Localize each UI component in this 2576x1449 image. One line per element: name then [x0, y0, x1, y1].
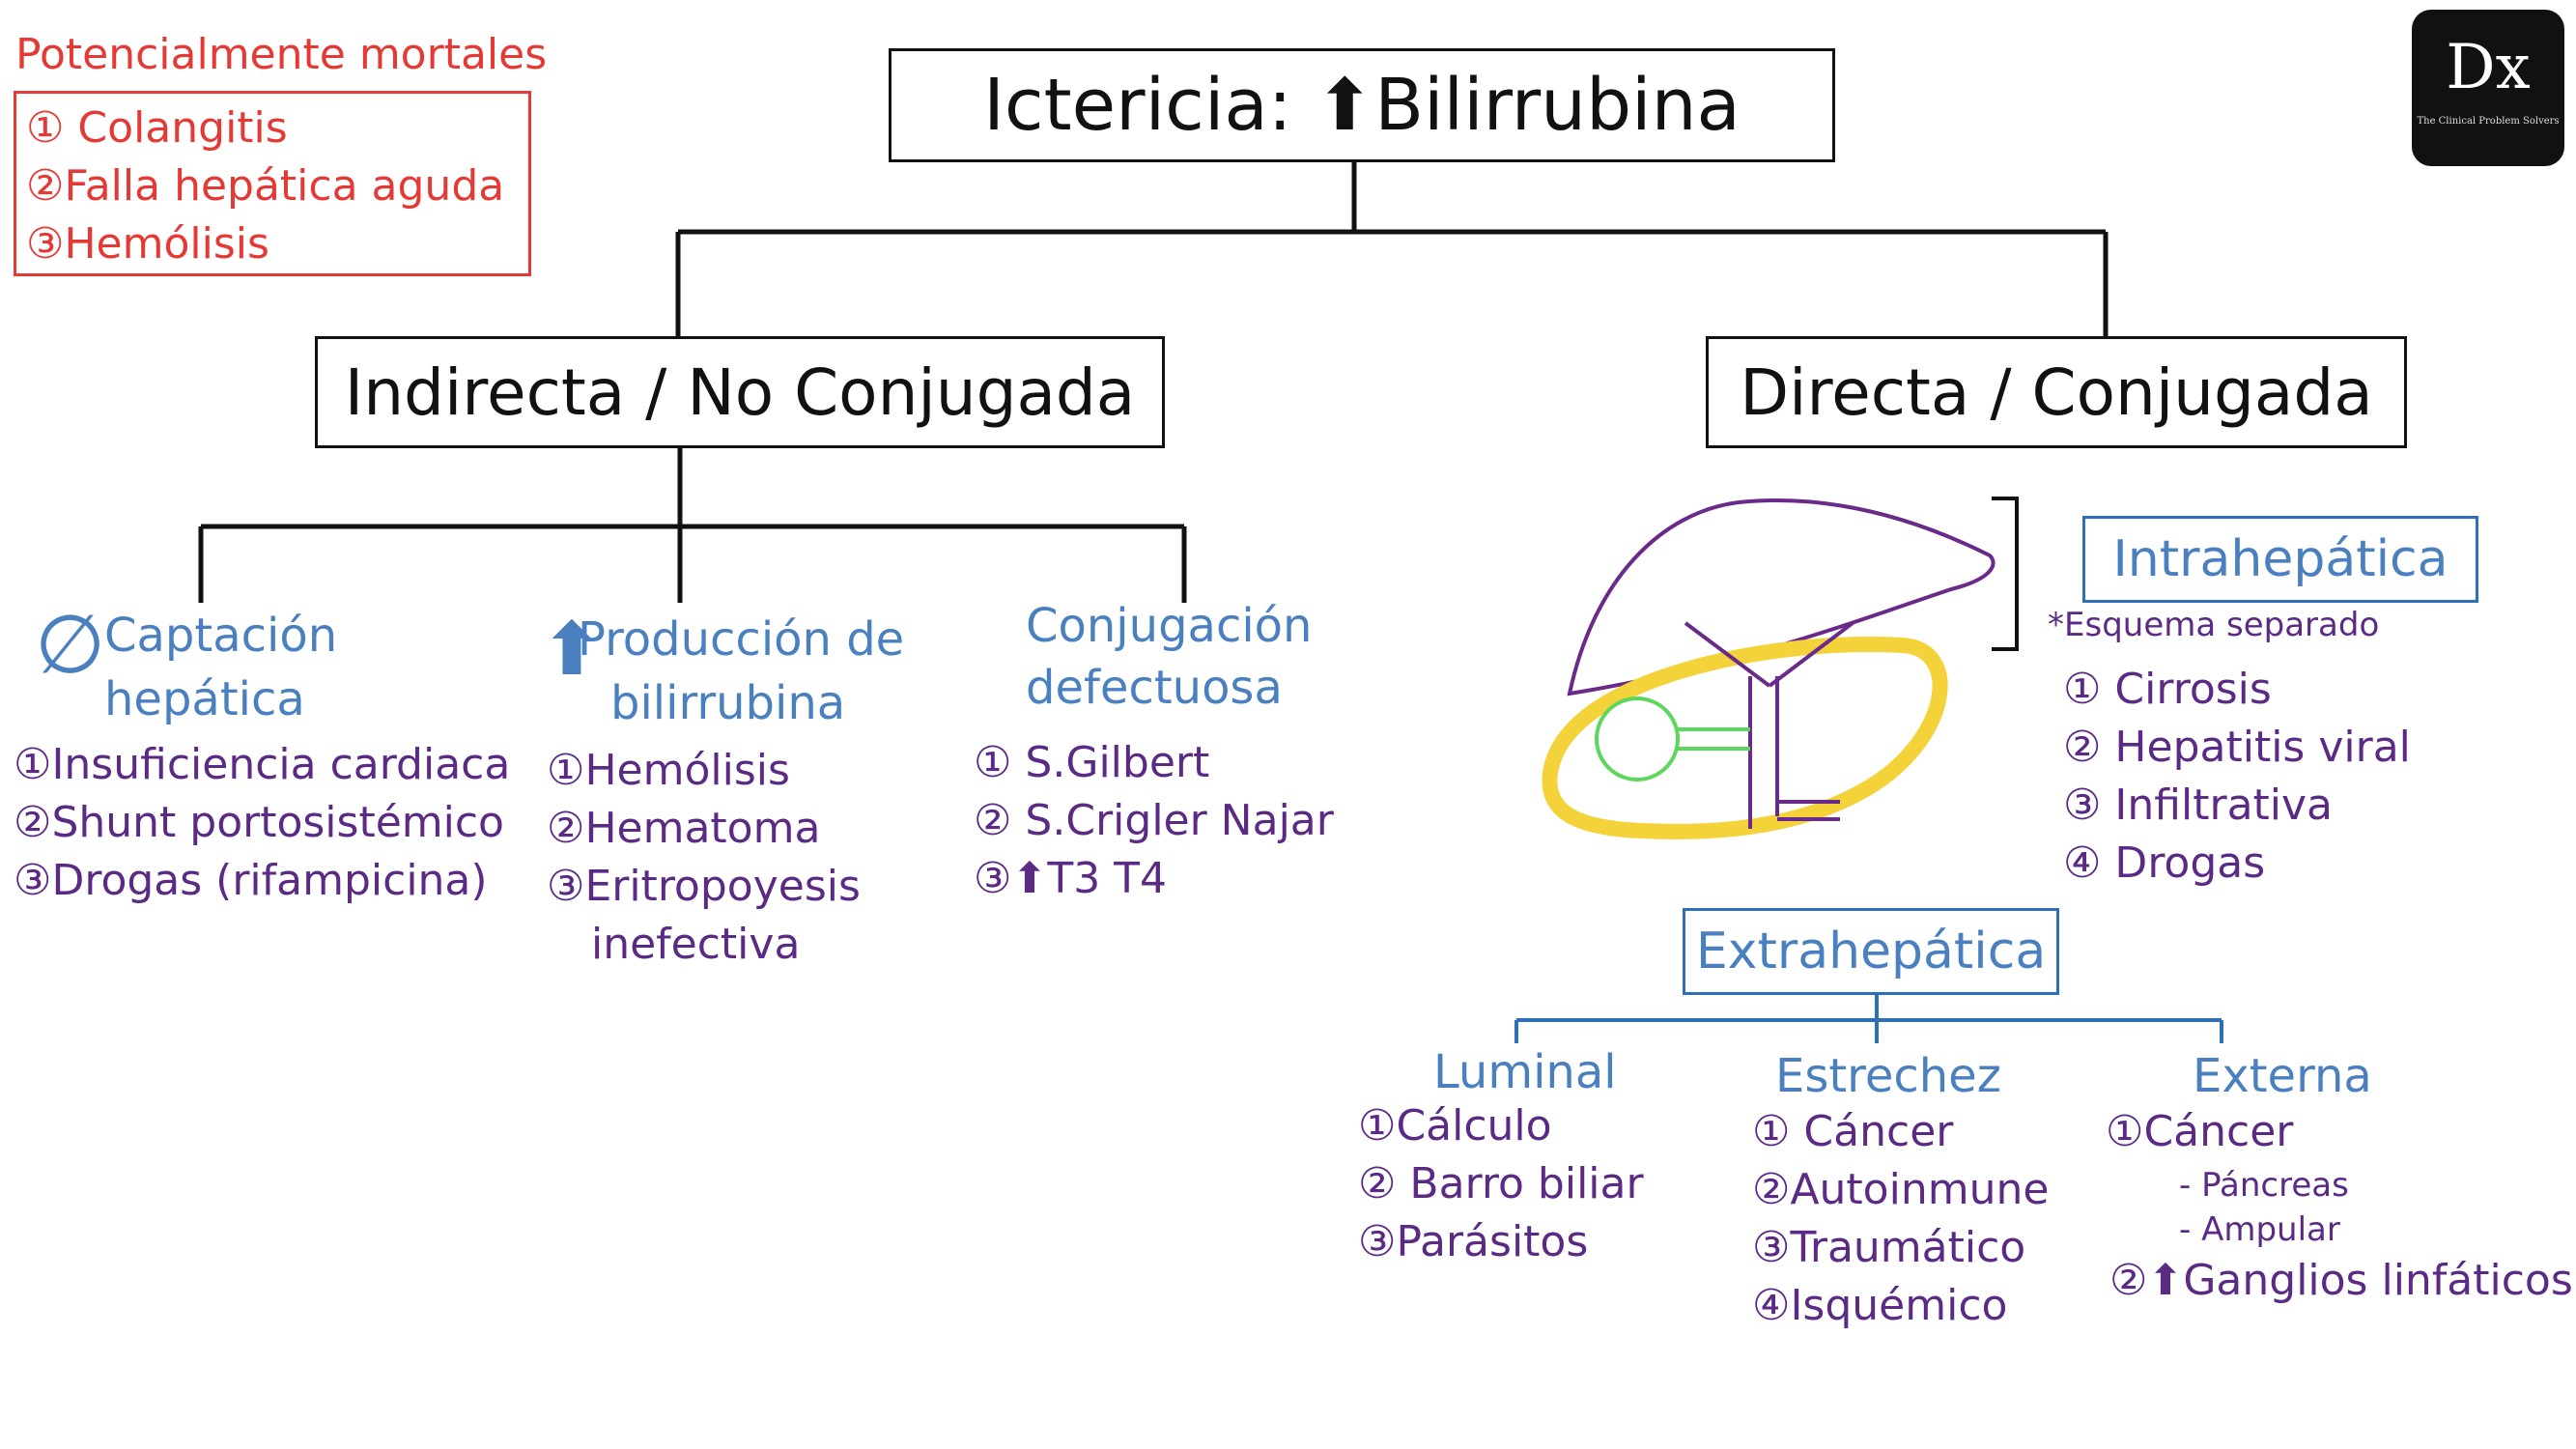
produccion-group: ⬆ Producción de bilirrubina [541, 606, 947, 744]
list-item: ② S.Crigler Najar [974, 796, 1334, 845]
luminal-list: ①Cálculo ② Barro biliar ③Parásitos [1358, 1097, 1644, 1271]
direct-box: Directa / Conjugada [1706, 336, 2407, 448]
captacion-group: ∅ Captación hepática [29, 601, 493, 730]
indirect-box: Indirecta / No Conjugada [315, 336, 1165, 448]
page-title: Ictericia: ⬆Bilirrubina [983, 64, 1741, 147]
list-item: ③⬆T3 T4 [974, 854, 1168, 903]
intrahepatic-list: ① Cirrosis ② Hepatitis viral ③ Infiltrat… [2063, 661, 2411, 893]
conjugacion-label-1: Conjugación [1026, 599, 1313, 653]
schema-note: *Esquema separado [2048, 606, 2380, 644]
list-item: ① Cirrosis [2063, 665, 2272, 714]
list-item: ④ Drogas [2063, 838, 2266, 888]
intrahepatic-box: Intrahepática [2082, 516, 2478, 603]
list-subitem: - Páncreas [2179, 1166, 2349, 1205]
list-item: ③Traumático [1752, 1223, 2026, 1272]
null-symbol-icon: ∅ [35, 597, 106, 692]
list-item: ③Eritropoyesis [547, 862, 861, 911]
list-item: ① Cáncer [1752, 1107, 1954, 1156]
list-item: ①Cálculo [1358, 1101, 1552, 1151]
list-item: ② Barro biliar [1358, 1159, 1644, 1208]
produccion-label-1: Producción de [578, 612, 905, 667]
direct-title: Directa / Conjugada [1740, 355, 2373, 430]
estrechez-list: ① Cáncer ②Autoinmune ③Traumático ④Isquém… [1752, 1103, 2049, 1335]
logo-text: Dx [2446, 32, 2531, 103]
extrahepatic-label: Extrahepática [1695, 923, 2047, 980]
warning-box: ① Colangitis ②Falla hepática aguda ③Hemó… [14, 91, 531, 276]
externa-sublist: - Páncreas - Ampular [2179, 1163, 2349, 1252]
extrahepatic-box: Extrahepática [1683, 908, 2059, 995]
warning-item: ③Hemólisis [26, 219, 269, 269]
logo-subtitle: The Clinical Problem Solvers [2417, 116, 2560, 127]
warning-heading: Potencialmente mortales [15, 30, 548, 79]
conjugacion-label-2: defectuosa [1026, 661, 1283, 715]
indirect-title: Indirecta / No Conjugada [344, 355, 1136, 430]
externa-item-1: ①Cáncer [2106, 1107, 2294, 1156]
list-item: ②Autoinmune [1752, 1165, 2050, 1214]
list-item: ② Hepatitis viral [2063, 723, 2411, 772]
captacion-label-2: hepática [104, 672, 305, 726]
warning-item: ① Colangitis [26, 103, 288, 153]
luminal-label: Luminal [1433, 1045, 1617, 1099]
captacion-list: ①Insuficiencia cardiaca ②Shunt portosist… [14, 736, 510, 910]
list-item: ③Parásitos [1358, 1217, 1589, 1266]
list-item: inefectiva [591, 920, 801, 969]
dx-logo: Dx The Clinical Problem Solvers [2412, 10, 2564, 166]
produccion-label-2: bilirrubina [610, 676, 846, 730]
externa-item-2: ②⬆Ganglios linfáticos [2109, 1256, 2573, 1305]
list-item: ① S.Gilbert [974, 738, 1210, 787]
conjugacion-list: ① S.Gilbert ② S.Crigler Najar ③⬆T3 T4 [974, 734, 1334, 908]
captacion-label-1: Captación [104, 609, 338, 663]
arrow-up-icon: ⬆ [541, 606, 603, 692]
produccion-list: ①Hemólisis ②Hematoma ③Eritropoyesis inef… [547, 742, 861, 974]
list-item: ③ Infiltrativa [2063, 781, 2334, 830]
intrahepatic-label: Intrahepática [2112, 530, 2449, 588]
list-item: ④Isquémico [1752, 1281, 2008, 1330]
list-item: ③Drogas (rifampicina) [14, 856, 488, 905]
list-item: ②Shunt portosistémico [14, 798, 504, 847]
externa-label: Externa [2193, 1049, 2372, 1103]
list-item: ②Hematoma [547, 804, 821, 853]
list-item: ①Hemólisis [547, 746, 790, 795]
title-box: Ictericia: ⬆Bilirrubina [889, 48, 1835, 162]
conjugacion-group: Conjugación defectuosa [1026, 595, 1335, 719]
list-item: ①Insuficiencia cardiaca [14, 740, 511, 789]
warning-item: ②Falla hepática aguda [26, 161, 505, 211]
estrechez-label: Estrechez [1775, 1049, 2001, 1103]
list-subitem: - Ampular [2179, 1210, 2340, 1249]
